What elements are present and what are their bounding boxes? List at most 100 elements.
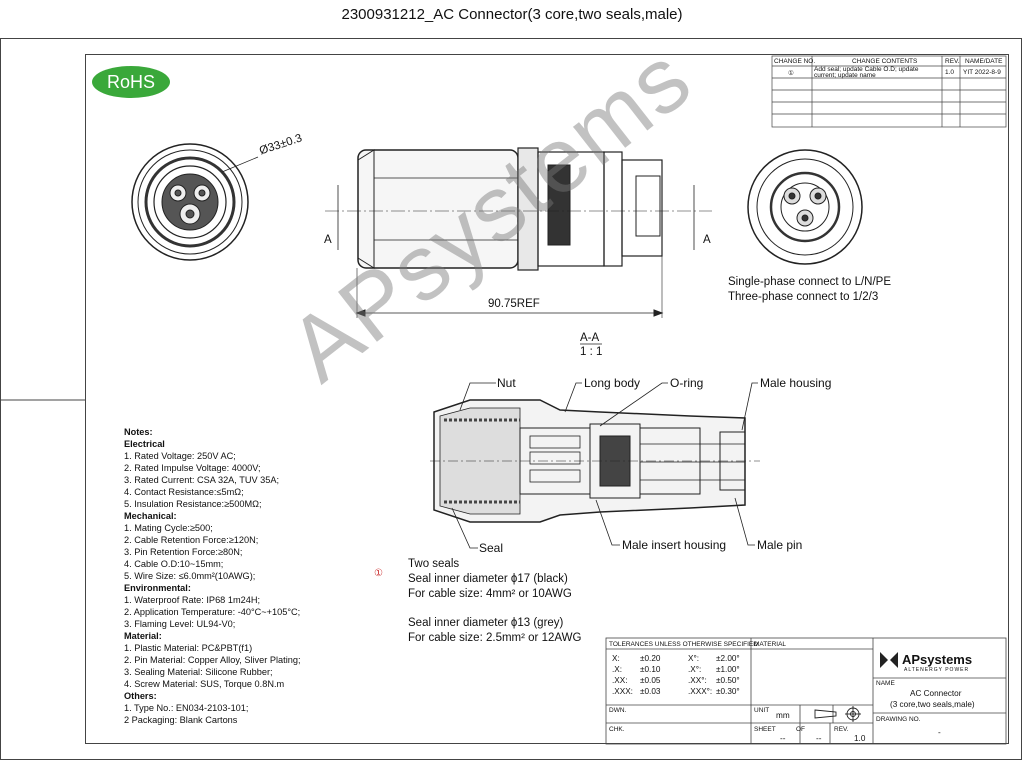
note-item: 3. Sealing Material: Silicone Rubber; xyxy=(124,667,273,677)
title-block-grid xyxy=(605,637,1007,745)
sheet-label: SHEET xyxy=(754,726,776,733)
tol-label: X: xyxy=(612,654,620,663)
note-item: 1. Plastic Material: PC&PBT(f1) xyxy=(124,643,253,653)
tol-value: ±0.03 xyxy=(640,687,661,696)
note-item: 2. Rated Impulse Voltage: 4000V; xyxy=(124,463,261,473)
tol-angle-label: X°: xyxy=(688,654,700,663)
section-scale: 1 : 1 xyxy=(580,346,603,358)
tol-angle-value: ±0.50° xyxy=(716,676,740,685)
front-view-right xyxy=(747,149,863,265)
tol-angle-value: ±2.00° xyxy=(716,654,740,663)
note-item: 4. Cable O.D:10~15mm; xyxy=(124,559,224,569)
rev-header-rev: REV. xyxy=(945,58,960,65)
rohs-badge: RoHS xyxy=(92,66,170,98)
note-item: 2. Application Temperature: -40°C~+105°C… xyxy=(124,607,301,617)
front-view-left xyxy=(131,143,259,261)
notes-section-title: Material: xyxy=(124,631,162,641)
notes-heading: Notes: xyxy=(124,427,153,437)
tol-angle-label: .XXX°: xyxy=(688,687,713,696)
page-title: 2300931212_AC Connector(3 core,two seals… xyxy=(341,6,683,23)
note-item: 4. Contact Resistance:≤5mΩ; xyxy=(124,487,244,497)
drawing-no-label: DRAWING NO. xyxy=(876,716,921,723)
rev-header-change-no: CHANGE NO. xyxy=(774,58,816,65)
of-label: OF xyxy=(796,726,806,733)
note-item: 1. Rated Voltage: 250V AC; xyxy=(124,451,236,461)
rev-value: 1.0 xyxy=(854,734,866,743)
unit-value: mm xyxy=(776,711,790,720)
drawing-frame xyxy=(85,54,1009,744)
seal-black-cable: For cable size: 4mm² or 10AWG xyxy=(408,588,572,600)
note-item: 5. Wire Size: ≤6.0mm²(10AWG); xyxy=(124,571,256,581)
tol-angle-label: .X°: xyxy=(688,665,702,674)
length-dimension: 90.75REF xyxy=(488,298,540,310)
note-item: 2 Packaging: Blank Cartons xyxy=(124,715,238,725)
note-item: 3. Rated Current: CSA 32A, TUV 35A; xyxy=(124,475,280,485)
section-mark-right: A xyxy=(703,234,711,246)
rev-header-name-date: NAME/DATE xyxy=(965,58,1003,65)
rev-row-name-date: YIT 2022-8-9 xyxy=(963,69,1001,76)
notes-section-title: Environmental: xyxy=(124,583,191,593)
of-value: -- xyxy=(816,734,822,743)
callout-o-ring: O-ring xyxy=(670,376,704,390)
tolerances-header: TOLERANCES UNLESS OTHERWISE SPECIFIED xyxy=(609,641,758,648)
company-name: APsystems xyxy=(902,652,973,667)
callout-male-pin: Male pin xyxy=(757,538,803,552)
dwn-label: DWN. xyxy=(609,707,627,714)
note-item: 2. Pin Material: Copper Alloy, Sliver Pl… xyxy=(124,655,301,665)
section-view xyxy=(430,343,760,549)
callout-male-housing: Male housing xyxy=(760,376,832,390)
phase-note-three: Three-phase connect to 1/2/3 xyxy=(728,291,879,303)
tol-angle-label: .XX°: xyxy=(688,676,707,685)
callout-long-body: Long body xyxy=(584,376,641,390)
unit-label: UNIT xyxy=(754,707,770,714)
rev-row-no: ① xyxy=(788,70,794,77)
note-item: 1. Waterproof Rate: IP68 1m24H; xyxy=(124,595,261,605)
rev-label: REV. xyxy=(834,726,849,733)
drawing-no-value: - xyxy=(938,728,941,737)
revision-marker: ① xyxy=(374,568,383,579)
outer-frame xyxy=(0,38,1022,760)
note-item: 3. Flaming Level: UL94-V0; xyxy=(124,619,236,629)
chk-label: CHK. xyxy=(609,726,625,733)
callout-seal: Seal xyxy=(479,541,504,555)
tol-angle-value: ±1.00° xyxy=(716,665,740,674)
tol-angle-value: ±0.30° xyxy=(716,687,740,696)
note-item: 4. Screw Material: SUS, Torque 0.8N.m xyxy=(124,679,285,689)
rev-header-contents: CHANGE CONTENTS xyxy=(852,58,918,65)
tol-label: .X: xyxy=(612,665,623,674)
name-value-line1: AC Connector xyxy=(910,689,962,698)
rev-row-contents: Add seal; update Cable O.D; update curre… xyxy=(814,66,919,79)
side-view xyxy=(325,147,712,318)
company-subtitle: ALTENERGY POWER xyxy=(904,667,970,673)
note-item: 2. Cable Retention Force:≥120N; xyxy=(124,535,259,545)
projection-symbol xyxy=(814,706,861,722)
revision-table-grid xyxy=(771,55,1007,128)
seals-title: Two seals xyxy=(408,558,460,570)
rev-row-rev: 1.0 xyxy=(945,69,955,76)
phase-note-single: Single-phase connect to L/N/PE xyxy=(728,276,892,288)
tol-value: ±0.20 xyxy=(640,654,661,663)
tol-value: ±0.05 xyxy=(640,676,661,685)
callout-nut: Nut xyxy=(497,376,516,390)
company-logo-icon xyxy=(880,652,898,668)
sheet-value: -- xyxy=(780,734,786,743)
section-mark-left: A xyxy=(324,234,332,246)
notes-section-title: Mechanical: xyxy=(124,511,177,521)
name-label: NAME xyxy=(876,680,895,687)
notes-section-title: Electrical xyxy=(124,439,165,449)
material-header: MATERIAL xyxy=(754,641,787,648)
tol-value: ±0.10 xyxy=(640,665,661,674)
tol-label: .XXX: xyxy=(612,687,633,696)
tol-label: .XX: xyxy=(612,676,628,685)
callout-male-insert-housing: Male insert housing xyxy=(622,538,727,552)
note-item: 1. Mating Cycle:≥500; xyxy=(124,523,213,533)
note-item: 5. Insulation Resistance:≥500MΩ; xyxy=(124,499,262,509)
note-item: 3. Pin Retention Force:≥80N; xyxy=(124,547,243,557)
seal-grey-cable: For cable size: 2.5mm² or 12AWG xyxy=(408,632,582,644)
section-title: A-A xyxy=(580,332,600,344)
note-item: 1. Type No.: EN034-2103-101; xyxy=(124,703,249,713)
notes-section-title: Others: xyxy=(124,691,157,701)
seal-black-diameter: Seal inner diameter ϕ17 (black) xyxy=(408,573,568,585)
name-value-line2: (3 core,two seals,male) xyxy=(890,700,975,709)
